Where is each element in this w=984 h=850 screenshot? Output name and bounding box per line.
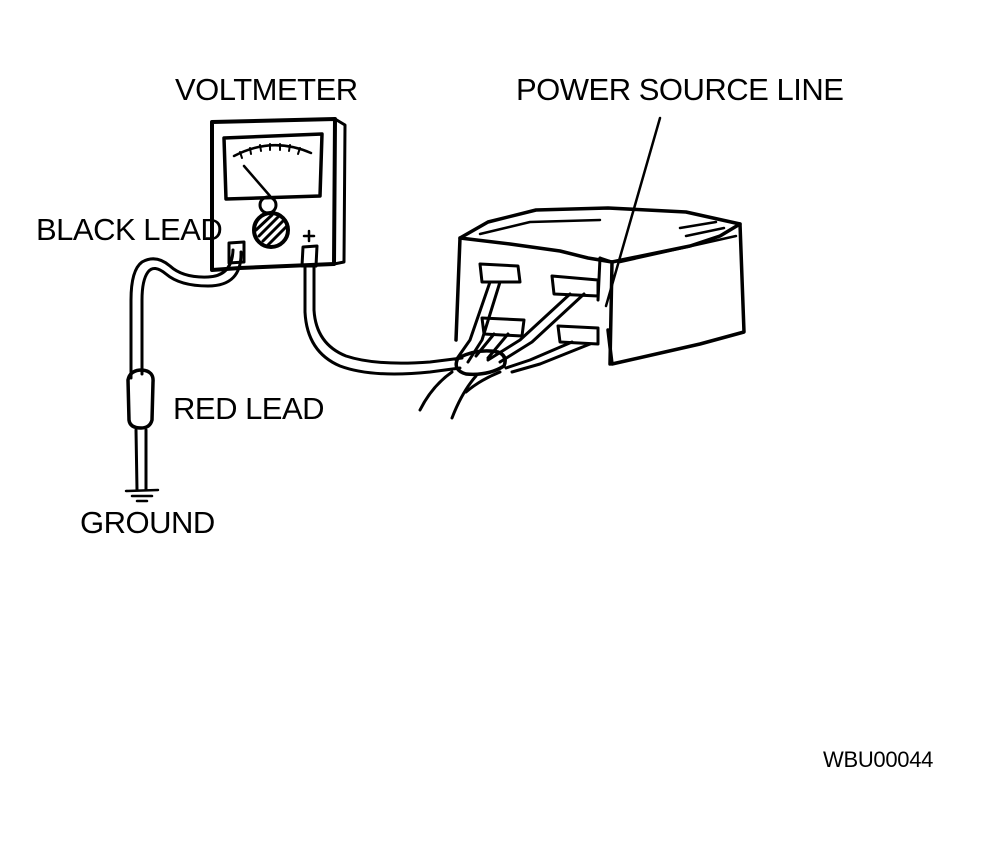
figure-code-label: WBU00044	[823, 749, 933, 771]
black-lead-label: BLACK LEAD	[36, 214, 222, 245]
voltmeter-label: VOLTMETER	[175, 74, 358, 105]
wire-harness	[420, 282, 590, 418]
red-lead-label: RED LEAD	[173, 393, 324, 424]
black-lead-wire	[126, 250, 241, 501]
voltmeter	[212, 119, 345, 270]
negative-terminal-label: -	[205, 226, 212, 248]
red-lead-wire	[305, 266, 462, 374]
power-source-line-label: POWER SOURCE LINE	[516, 74, 843, 105]
ground-label: GROUND	[80, 507, 215, 538]
